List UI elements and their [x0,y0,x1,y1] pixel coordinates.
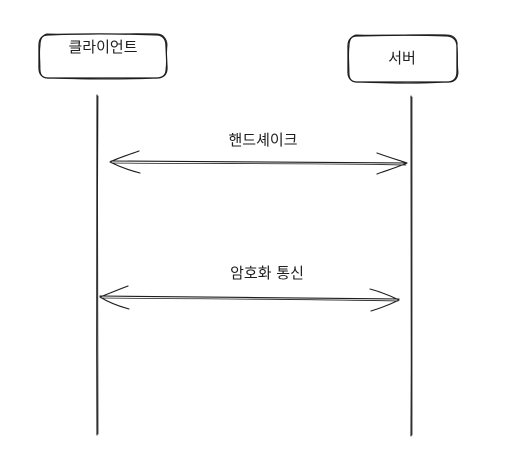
handshake-arrow [109,150,408,175]
client-lifeline [96,94,99,436]
encrypted-communication-arrow [99,285,400,312]
client-box [38,33,168,80]
client-label: 클라이언트 [68,38,138,56]
encrypted-communication-label: 암호화 통신 [230,264,304,282]
server-label: 서버 [388,49,416,67]
server-box [347,34,459,84]
server-lifeline [410,95,413,437]
handshake-label: 핸드셰이크 [228,131,298,149]
